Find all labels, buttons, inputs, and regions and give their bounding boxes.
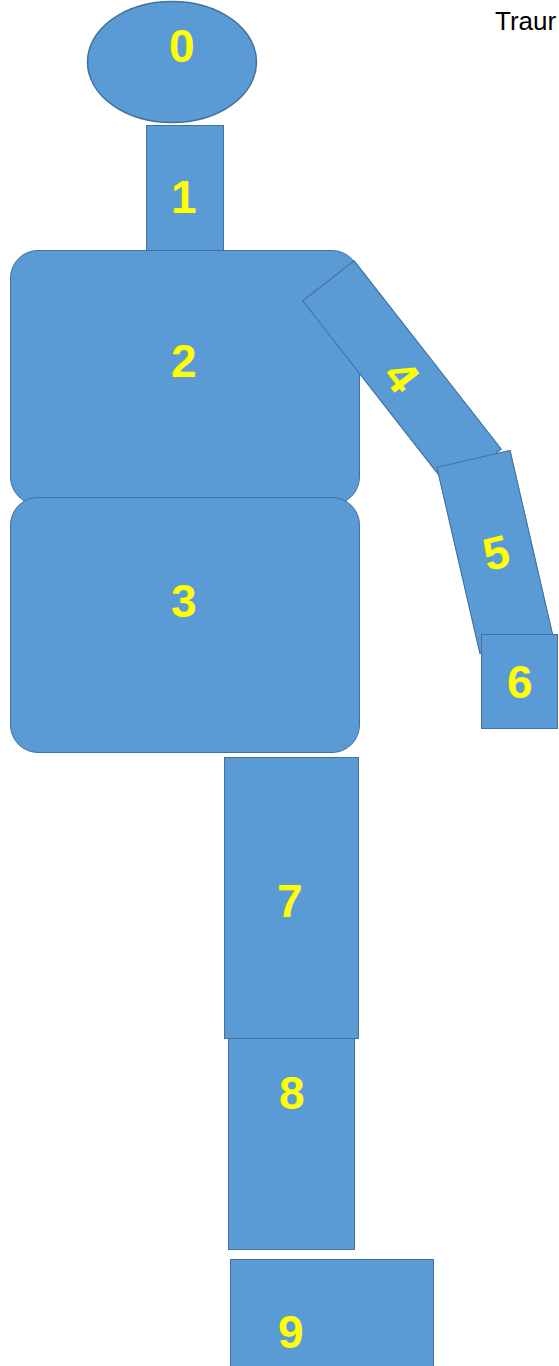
neck-box: 1 [146,125,224,251]
hand-box: 6 [481,634,558,729]
part-number: 4 [376,352,428,400]
thigh-box: 7 [224,757,359,1039]
chest-box: 2 [10,250,360,505]
abdomen-box: 3 [10,497,360,753]
head-shape: 0 [86,0,258,124]
part-number: 3 [171,578,197,624]
part-number: 6 [507,659,533,705]
part-number: 5 [478,528,513,579]
title-label: Traur [495,8,556,34]
shin-box: 8 [228,1038,355,1250]
part-number: 1 [171,174,197,220]
part-number: 0 [169,23,195,69]
part-number: 9 [278,1309,304,1355]
head-ellipse [88,2,257,123]
part-number: 2 [171,338,197,384]
forearm-box: 5 [436,450,553,654]
part-number: 8 [279,1070,305,1116]
foot-box: 9 [230,1259,434,1366]
part-number: 7 [277,878,303,924]
